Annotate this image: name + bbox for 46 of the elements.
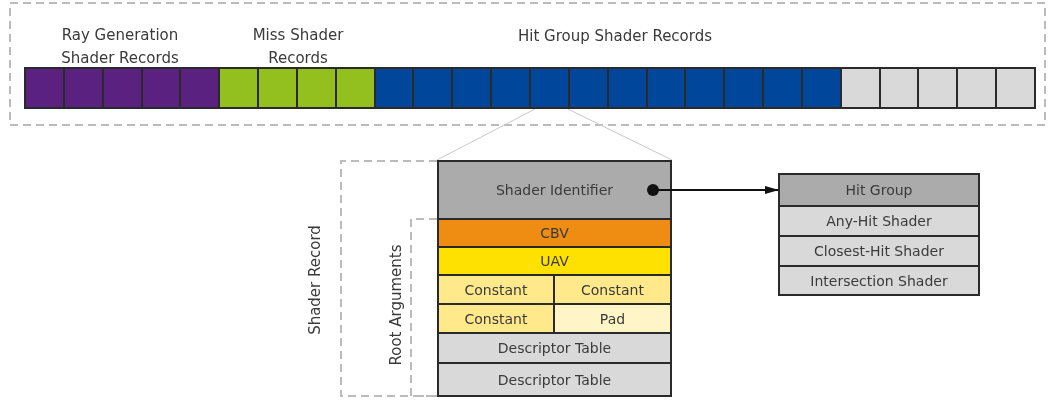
record-cell [800,67,842,109]
record-field: Pad [553,303,672,334]
record-field: Constant [437,274,555,305]
record-cell [218,67,260,109]
bracket-label: Shader Record [305,225,324,335]
record-cell [101,67,143,109]
record-cell [684,67,726,109]
record-cell [645,67,687,109]
group-label: Hit Group Shader Records [516,26,714,47]
record-cell [995,67,1036,109]
record-field: UAV [437,246,672,276]
record-field: Descriptor Table [437,362,672,397]
record-field: Constant [437,303,555,334]
record-field: Shader Identifier [437,160,672,220]
record-cell [62,67,104,109]
record-cell [295,67,337,109]
record-cell [723,67,765,109]
record-cell [451,67,493,109]
record-cell [140,67,182,109]
record-cell [839,67,881,109]
group-label: Ray Generation Shader Records [60,25,180,69]
record-cell [490,67,531,109]
record-cell [878,67,920,109]
table-row: Intersection Shader [778,265,980,296]
record-cell [24,67,65,109]
zoom-line [436,108,536,161]
table-row: Hit Group [778,173,980,207]
record-field: CBV [437,218,672,248]
zoom-line [567,108,673,161]
record-cell [917,67,959,109]
record-cell [956,67,998,109]
record-field: Descriptor Table [437,332,672,364]
record-cell [373,67,415,109]
record-cell [762,67,803,109]
table-row: Any-Hit Shader [778,205,980,237]
bracket-label: Root Arguments [386,244,404,366]
record-cell [606,67,648,109]
record-cell [334,67,376,109]
group-label: Miss Shader Records [251,25,345,69]
record-cell [567,67,609,109]
table-row: Closest-Hit Shader [778,235,980,267]
record-cell [529,67,570,109]
record-cell [179,67,221,109]
record-cell [257,67,298,109]
record-cell [412,67,454,109]
record-field: Constant [553,274,672,305]
